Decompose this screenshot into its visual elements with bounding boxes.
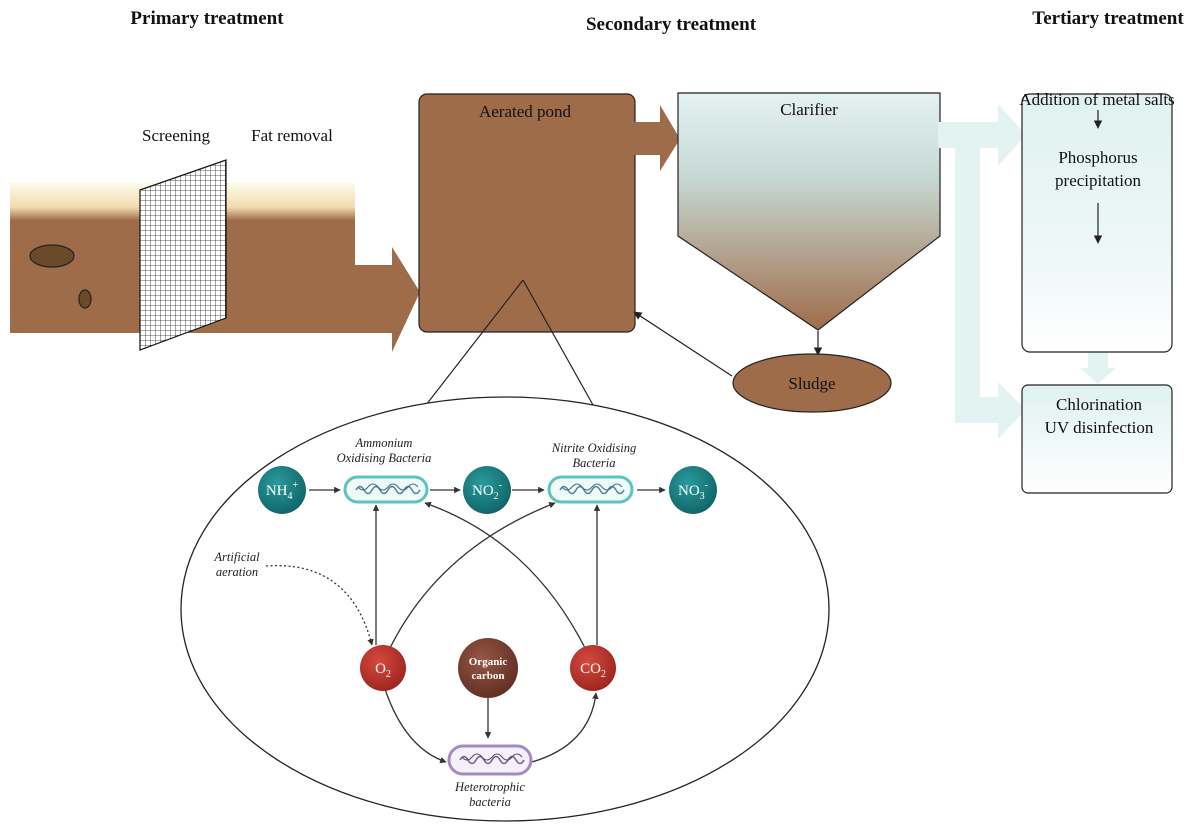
pond-to-clarifier-arrow [634,105,680,171]
nh4-node: NH4+ [258,466,306,514]
sludge-recycle-arrow [633,311,733,377]
svg-text:NH4+: NH4+ [266,480,299,502]
svg-text:NO2-: NO2- [472,480,502,502]
aeration-arrow [265,564,374,646]
nob-label-line1: Nitrite Oxidising [551,441,636,455]
svg-text:Organic: Organic [469,656,508,668]
svg-text:NO3-: NO3- [678,480,708,502]
solid-debris-small [78,289,92,309]
aob-label-line2: Oxidising Bacteria [337,451,432,465]
heterotroph-label-line2: bacteria [469,795,511,809]
nitrite-oxidising-bacteria-icon [547,475,634,504]
uv-disinfection-label: UV disinfection [1045,418,1154,437]
clarifier [677,92,941,331]
sludge-label: Sludge [788,374,835,393]
solid-debris-large [29,244,75,268]
co2-node: CO2 [570,645,616,691]
phosphorus-tank [1021,93,1173,353]
no2-node: NO2- [463,466,511,514]
primary-flow-arrow [353,247,420,352]
clarifier-label: Clarifier [780,100,838,119]
phosphorus-label-line1: Phosphorus [1058,148,1137,167]
aob-label-line1: Ammonium [355,436,413,450]
phosphorus-label-line2: precipitation [1055,171,1141,190]
zoom-line-left [425,279,524,406]
aerated-pond-label: Aerated pond [479,102,572,121]
o2-to-heterotroph-arrow [384,688,447,764]
o2-node: O2 [360,645,406,691]
sludge [732,353,892,413]
metal-salts-label: Addition of metal salts [1019,90,1174,109]
organic-carbon-node: Organic carbon [458,638,518,698]
aerated-pond [418,93,636,333]
zoom-line-right [522,279,594,406]
primary-treatment-title: Primary treatment [130,8,284,29]
heterotroph-label-line1: Heterotrophic [454,780,525,794]
heterotroph-to-co2-arrow [531,692,599,763]
svg-text:carbon: carbon [472,670,505,682]
chlorination-label: Chlorination [1056,395,1142,414]
aeration-label-line1: Artificial [213,550,260,564]
svg-text:O2: O2 [375,661,391,680]
tertiary-treatment-title: Tertiary treatment [1032,8,1184,29]
secondary-treatment-title: Secondary treatment [586,14,757,35]
disinfection-tank [1021,384,1173,494]
fat-removal-label: Fat removal [251,126,333,145]
svg-text:CO2: CO2 [580,661,606,680]
heterotrophic-bacteria-icon [447,744,533,776]
co2-to-aob-arrow [424,501,586,649]
no3-node: NO3- [669,466,717,514]
microbial-process-detail [180,396,830,822]
screening-grid [139,159,227,351]
tertiary-flow-arrows [938,104,1116,439]
o2-to-nob-arrow [389,502,556,649]
nob-label-line2: Bacteria [572,456,615,470]
ammonium-oxidising-bacteria-icon [343,475,429,504]
screening-label: Screening [142,126,210,145]
aeration-label-line2: aeration [216,565,258,579]
